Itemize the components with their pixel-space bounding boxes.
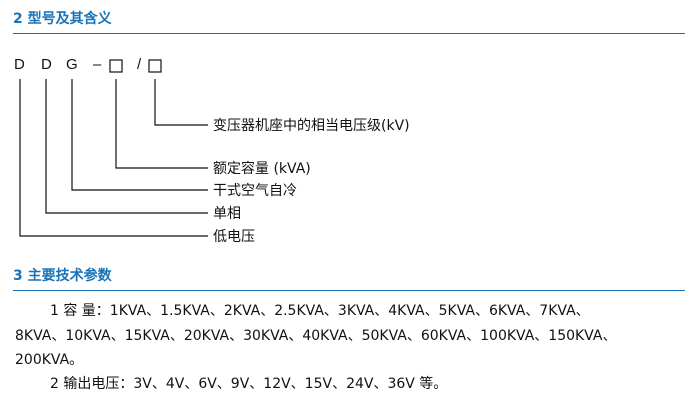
capacity-placeholder-box — [109, 59, 123, 73]
desc-rated-capacity: 额定容量 (kVA) — [213, 161, 311, 177]
model-code-diagram — [19, 59, 208, 237]
capacity-line-2: 8KVA、10KVA、15KVA、20KVA、30KVA、40KVA、50KVA… — [15, 328, 617, 344]
desc-voltage-class: 变压器机座中的相当电压级(kV) — [213, 118, 410, 134]
section-2-heading: 2 型号及其含义 — [13, 11, 112, 27]
output-voltage-line: 2 输出电压：3V、4V、6V、9V、12V、15V、24V、36V 等。 — [50, 376, 448, 392]
leader-line-low-voltage — [19, 79, 208, 237]
leader-line-capacity — [115, 79, 208, 169]
voltage-placeholder-box — [148, 59, 162, 73]
section-2-divider — [13, 33, 685, 34]
leader-line-cooling — [71, 79, 208, 191]
desc-single-phase: 单相 — [213, 206, 241, 222]
capacity-line-1: 1 容 量：1KVA、1.5KVA、2KVA、2.5KVA、3KVA、4KVA、… — [50, 303, 590, 319]
code-slash: / — [137, 56, 142, 73]
desc-air-cooled: 干式空气自冷 — [213, 183, 297, 199]
code-letter-g: G — [66, 56, 78, 73]
code-letter-d1: D — [14, 56, 25, 73]
leader-line-single-phase — [45, 79, 208, 214]
code-letter-d2: D — [41, 56, 52, 73]
capacity-line-3: 200KVA。 — [15, 352, 84, 368]
desc-low-voltage: 低电压 — [213, 229, 255, 245]
section-3-heading: 3 主要技术参数 — [13, 268, 112, 284]
leader-line-voltage-class — [154, 79, 208, 126]
section-3-divider — [13, 290, 685, 291]
code-dash: – — [93, 56, 102, 73]
